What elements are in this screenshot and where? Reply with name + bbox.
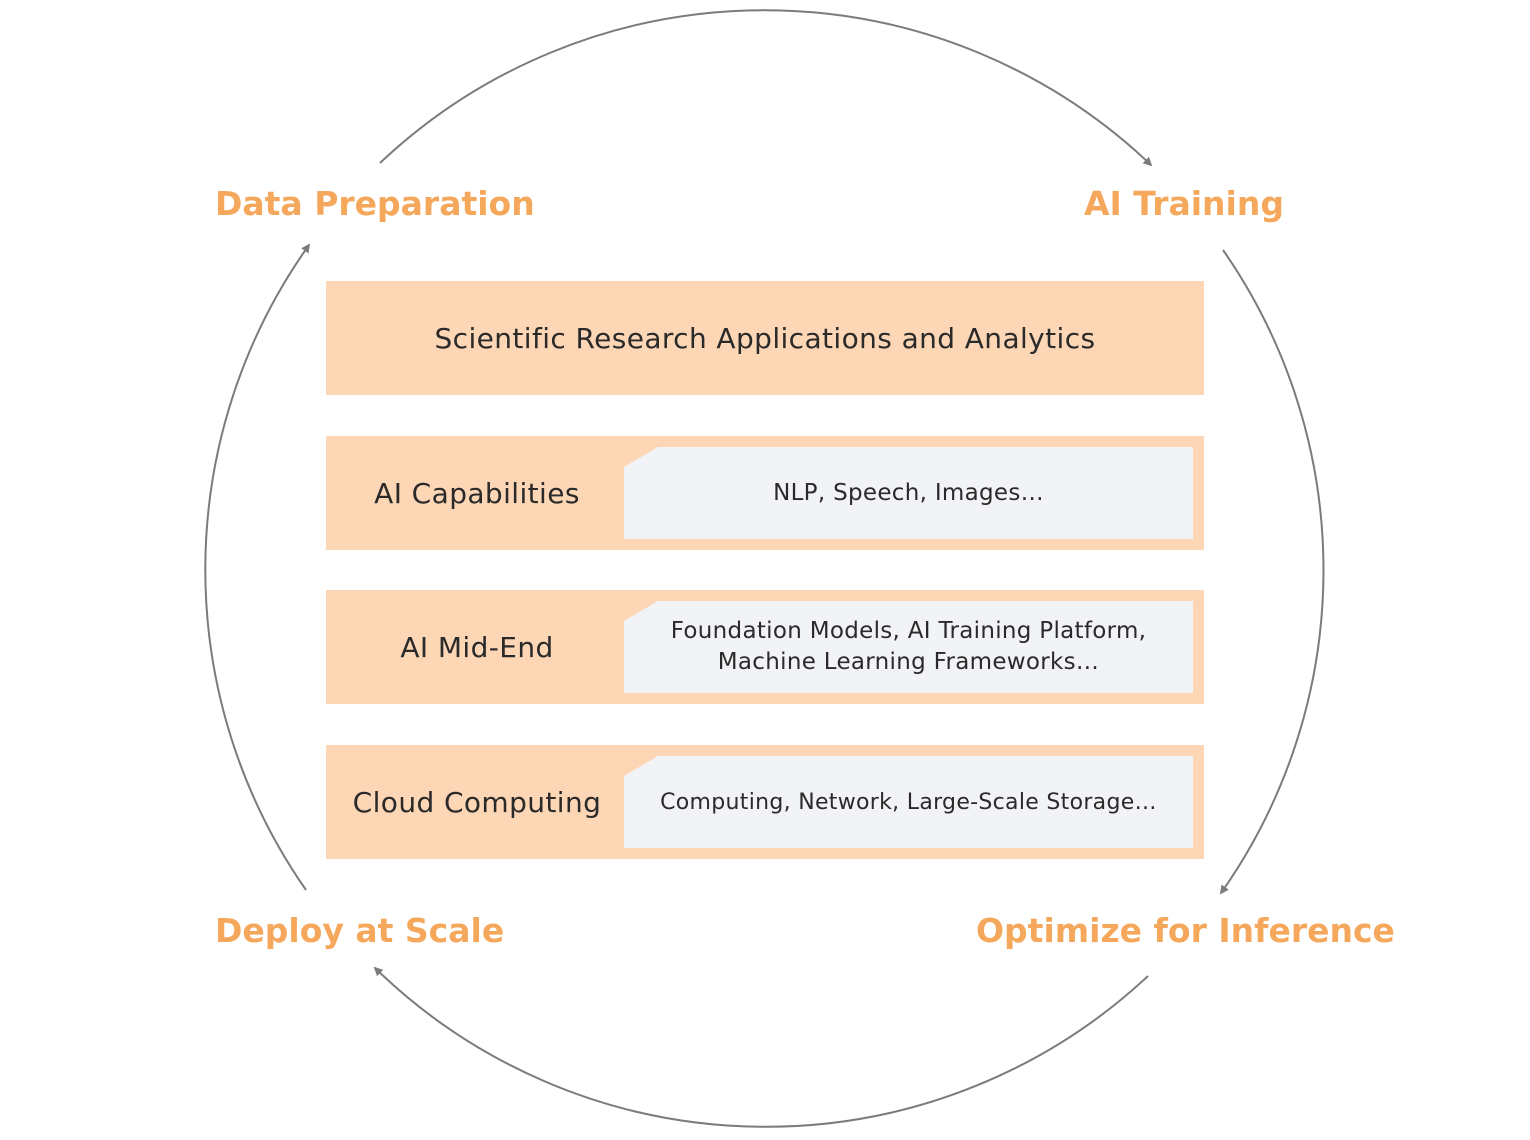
layer-ai-capabilities-detail: NLP, Speech, Images…: [624, 447, 1193, 539]
layer-ai-capabilities: AI Capabilities NLP, Speech, Images…: [326, 436, 1204, 550]
arc-optimize-to-deploy: [373, 966, 1149, 1128]
layer-ai-mid-end-detail: Foundation Models, AI Training Platform,…: [624, 601, 1193, 693]
layer-cloud-computing: Cloud Computing Computing, Network, Larg…: [326, 745, 1204, 859]
layer-applications: Scientific Research Applications and Ana…: [326, 281, 1204, 395]
layer-ai-capabilities-title: AI Capabilities: [374, 476, 580, 510]
detail-line: Foundation Models, AI Training Platform,: [670, 618, 1147, 644]
layer-cloud-computing-title: Cloud Computing: [352, 785, 602, 819]
phase-label-data-preparation: Data Preparation: [215, 184, 535, 223]
arc-training-to-optimize: [1219, 249, 1325, 895]
arc-deploy-to-prep: [204, 243, 311, 891]
layer-applications-title: Scientific Research Applications and Ana…: [434, 321, 1096, 355]
arc-prep-to-training: [379, 9, 1153, 167]
phase-label-ai-training: AI Training: [1084, 184, 1284, 223]
detail-line: NLP, Speech, Images…: [773, 479, 1044, 506]
layer-cloud-computing-detail: Computing, Network, Large-Scale Storage…: [624, 756, 1193, 848]
phase-label-optimize-for-inference: Optimize for Inference: [976, 911, 1395, 950]
layer-ai-mid-end: AI Mid-End Foundation Models, AI Trainin…: [326, 590, 1204, 704]
detail-line: Machine Learning Frameworks…: [717, 649, 1100, 675]
phase-label-deploy-at-scale: Deploy at Scale: [215, 911, 505, 950]
layer-ai-mid-end-title: AI Mid-End: [400, 630, 554, 664]
detail-line: Computing, Network, Large-Scale Storage…: [660, 789, 1157, 815]
